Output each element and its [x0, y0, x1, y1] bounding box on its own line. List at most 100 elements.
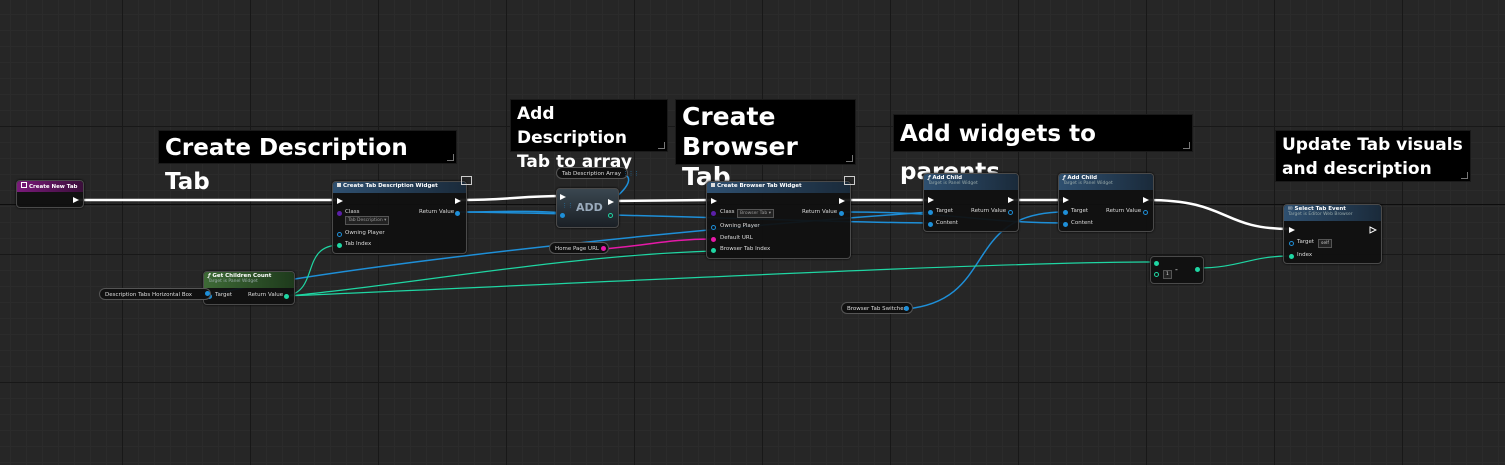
- resize-handle-icon[interactable]: [447, 154, 454, 161]
- exec-out-pin[interactable]: [1143, 197, 1149, 203]
- comment-text: Create Browser Tab: [682, 102, 798, 191]
- add-child-node-2[interactable]: ƒ Add Child Target is Panel Widget Targe…: [1058, 173, 1154, 232]
- return-value-label: Return Value: [248, 292, 284, 298]
- int-wire: [286, 250, 713, 297]
- comment-create-description-tab[interactable]: Create Description Tab: [158, 130, 457, 195]
- owning-player-label: Owning Player: [720, 223, 760, 229]
- node-header: Create Tab Description Widget: [333, 182, 466, 193]
- class-label: Class: [720, 209, 735, 215]
- content-label: Content: [1071, 220, 1093, 226]
- target-pin[interactable]: [1289, 241, 1294, 246]
- owning-player-pin[interactable]: [337, 232, 342, 237]
- exec-out-pin[interactable]: [839, 198, 845, 204]
- node-title: Create Tab Description Widget: [343, 183, 438, 189]
- home-page-url-variable[interactable]: Home Page URL: [549, 242, 609, 254]
- event-icon: [21, 182, 27, 188]
- comment-text: Create Description Tab: [165, 135, 408, 195]
- comment-text: Add Description Tab to array: [517, 104, 632, 172]
- target-pin[interactable]: [928, 210, 933, 215]
- item-pin[interactable]: [560, 213, 565, 218]
- resize-handle-icon[interactable]: [658, 142, 665, 149]
- exec-in-pin[interactable]: [560, 194, 566, 200]
- node-header: Create Browser Tab Widget: [707, 182, 850, 193]
- input-a-pin[interactable]: [1154, 261, 1159, 266]
- node-subtitle: Target is Panel Widget: [1063, 181, 1113, 186]
- exec-in-pin[interactable]: [711, 198, 717, 204]
- function-icon: [711, 183, 715, 187]
- home-page-url-pin[interactable]: [601, 246, 606, 251]
- horizontal-box-pin[interactable]: [205, 291, 210, 296]
- tab-index-pin[interactable]: [337, 243, 342, 248]
- return-value-pin[interactable]: [1008, 210, 1013, 215]
- comment-add-widgets-to-parents[interactable]: Add widgets to parents: [893, 114, 1193, 185]
- input-b-pin[interactable]: [1154, 272, 1159, 277]
- variable-name: Description Tabs Horizontal Box: [105, 292, 193, 298]
- exec-in-pin[interactable]: [1289, 227, 1295, 233]
- content-pin[interactable]: [1063, 222, 1068, 227]
- tab-description-array-variable[interactable]: Tab Description Array ⋮⋮⋮: [556, 167, 639, 179]
- select-tab-event-node[interactable]: ✉ Select Tab Event Target is Editor Web …: [1283, 204, 1382, 264]
- content-pin[interactable]: [928, 222, 933, 227]
- class-value: Browser Tab: [740, 211, 768, 216]
- resize-handle-icon[interactable]: [1461, 172, 1468, 179]
- variable-name: Browser Tab Switcher: [847, 306, 906, 312]
- node-title: Add Child: [1067, 175, 1098, 181]
- target-label: Target: [1297, 239, 1315, 245]
- exec-in-pin[interactable]: [1063, 197, 1069, 203]
- exec-out-hollow-icon: [1369, 226, 1377, 234]
- target-pin[interactable]: [1063, 210, 1068, 215]
- comment-create-browser-tab[interactable]: Create Browser Tab: [675, 99, 856, 191]
- comment-update-tab-visuals[interactable]: Update Tab visuals and description: [1275, 130, 1471, 182]
- create-browser-tab-widget-node[interactable]: Create Browser Tab Widget Class Browser …: [706, 181, 851, 259]
- resize-handle-icon[interactable]: [1183, 142, 1190, 149]
- return-value-pin[interactable]: [455, 211, 460, 216]
- add-child-node-1[interactable]: ƒ Add Child Target is Panel Widget Targe…: [923, 173, 1019, 232]
- owning-player-label: Owning Player: [345, 230, 385, 236]
- return-value-pin[interactable]: [284, 294, 289, 299]
- comment-add-description-tab-to-array[interactable]: Add Description Tab to array: [510, 99, 668, 172]
- widget-icon: [844, 176, 855, 185]
- node-header: Create New Tab: [17, 181, 83, 192]
- node-title: Get Children Count: [212, 273, 272, 279]
- exec-out-pin[interactable]: [455, 198, 461, 204]
- exec-in-pin[interactable]: [928, 197, 934, 203]
- browser-tab-switcher-pin[interactable]: [904, 306, 909, 311]
- result-pin[interactable]: [1195, 267, 1200, 272]
- array-add-node[interactable]: ADD ⋮⋮: [556, 188, 619, 228]
- subtract-node[interactable]: 1 -: [1150, 256, 1204, 284]
- resize-handle-icon[interactable]: [846, 155, 853, 162]
- exec-in-pin[interactable]: [337, 198, 343, 204]
- array-grid-icon: ⋮⋮⋮: [622, 171, 640, 177]
- node-subtitle: Target is Panel Widget: [928, 181, 978, 186]
- int-wire: [286, 244, 341, 297]
- node-header: ✉ Select Tab Event Target is Editor Web …: [1284, 205, 1381, 221]
- description-tabs-horizontal-box-variable[interactable]: Description Tabs Horizontal Box: [99, 288, 211, 300]
- exec-out-pin[interactable]: [608, 199, 614, 205]
- get-children-count-node[interactable]: ƒ Get Children Count Target is Panel Wid…: [203, 271, 295, 305]
- node-title: Select Tab Event: [1294, 206, 1346, 212]
- default-url-pin[interactable]: [711, 237, 716, 242]
- class-pin[interactable]: [711, 211, 716, 216]
- class-dropdown[interactable]: Tab Description ▾: [345, 216, 390, 225]
- create-new-tab-event-node[interactable]: Create New Tab: [16, 180, 84, 208]
- create-tab-description-widget-node[interactable]: Create Tab Description Widget Class Tab …: [332, 181, 467, 254]
- operator-label: -: [1175, 265, 1178, 274]
- return-value-pin[interactable]: [1143, 210, 1148, 215]
- class-label: Class: [345, 209, 360, 215]
- exec-out-pin[interactable]: [1008, 197, 1014, 203]
- class-pin[interactable]: [337, 211, 342, 216]
- self-value-box[interactable]: self: [1318, 239, 1332, 248]
- default-url-label: Default URL: [720, 235, 753, 241]
- return-value-pin[interactable]: [839, 211, 844, 216]
- variable-name: Home Page URL: [555, 246, 599, 252]
- node-header: ƒ Get Children Count Target is Panel Wid…: [204, 272, 294, 288]
- index-pin[interactable]: [1289, 254, 1294, 259]
- exec-out-pin[interactable]: [73, 197, 79, 203]
- class-dropdown[interactable]: Browser Tab ▾: [737, 209, 774, 218]
- owning-player-pin[interactable]: [711, 225, 716, 230]
- browser-tab-index-pin[interactable]: [711, 248, 716, 253]
- browser-tab-switcher-variable[interactable]: Browser Tab Switcher: [841, 302, 913, 314]
- index-out-pin[interactable]: [608, 213, 613, 218]
- exec-wire: [609, 198, 713, 203]
- subtract-value-box[interactable]: 1: [1163, 270, 1172, 279]
